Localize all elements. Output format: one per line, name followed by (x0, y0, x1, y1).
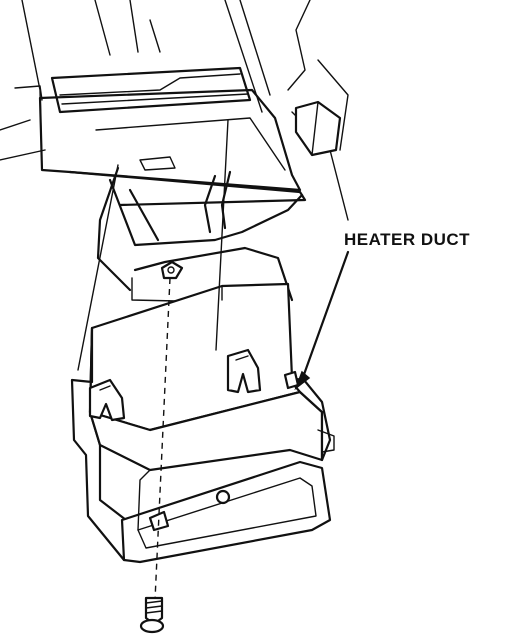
dashboard-console (0, 0, 349, 221)
mounting-screw (139, 277, 171, 634)
heater-duct-callout-arrow (294, 250, 350, 391)
clip-left (88, 378, 126, 422)
heater-duct (70, 282, 335, 564)
console-bracket (96, 166, 304, 303)
heater-duct-label: HEATER DUCT (344, 230, 471, 249)
clip-right (226, 348, 262, 394)
alignment-lines (77, 119, 229, 371)
